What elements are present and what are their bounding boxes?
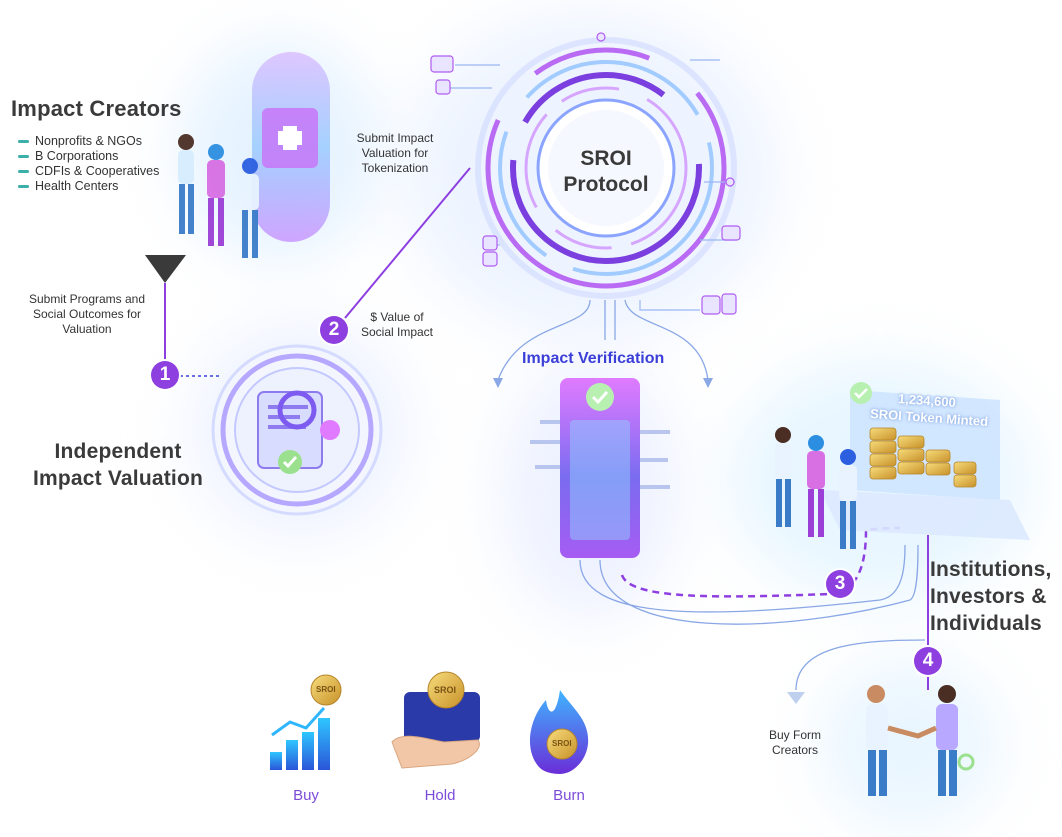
protocol-title: SROI Protocol <box>563 147 649 196</box>
list-item: B Corporations <box>18 149 159 164</box>
verification-chip <box>530 378 670 558</box>
hold-icon <box>391 671 480 769</box>
coin-label: SROI <box>316 685 336 694</box>
institutions-title: Institutions, Investors & Individuals <box>930 558 1052 635</box>
valuation-ring <box>211 344 383 516</box>
handshake-people <box>866 685 975 796</box>
connector <box>344 167 471 319</box>
protocol-rings <box>475 37 737 299</box>
creator-people <box>178 134 259 258</box>
step-badge-4: 4 <box>914 647 942 675</box>
small-icons <box>430 32 741 315</box>
list-item: Nonprofits & NGOs <box>18 134 159 149</box>
step-badge-1: 1 <box>151 361 179 389</box>
submit-programs-label: Submit Programs and Social Outcomes for … <box>28 292 146 336</box>
step-badge-2: 2 <box>320 316 348 344</box>
chip-to-institutions <box>579 544 919 625</box>
burn-action[interactable]: Burn <box>553 787 585 804</box>
value-social-label: $ Value of Social Impact <box>360 310 434 339</box>
independent-valuation-title: Independent Impact Valuation <box>32 440 204 490</box>
buy-from-arrow <box>795 639 926 691</box>
investor-people <box>775 427 857 549</box>
impact-creators-list: Nonprofits & NGOs B Corporations CDFIs &… <box>18 134 159 194</box>
medical-cross <box>278 131 302 145</box>
buy-action[interactable]: Buy <box>293 787 319 804</box>
step-badge-3: 3 <box>826 570 854 598</box>
list-item: Health Centers <box>18 179 159 194</box>
buy-icon <box>270 674 342 770</box>
impact-verification-title: Impact Verification <box>522 350 665 367</box>
background-glow <box>820 660 1000 830</box>
coin-label: SROI <box>552 739 572 748</box>
submit-valuation-label: Submit Impact Valuation for Tokenization <box>356 131 434 175</box>
hold-action[interactable]: Hold <box>424 787 456 804</box>
coin-label: SROI <box>434 685 457 695</box>
dashed-flow <box>620 526 901 598</box>
burn-icon <box>529 690 589 774</box>
coin-stacks <box>869 427 977 488</box>
list-item: CDFIs & Cooperatives <box>18 164 159 179</box>
down-triangle <box>145 255 186 283</box>
impact-creators-title: Impact Creators <box>11 96 182 121</box>
buy-from-creators-label: Buy Form Creators <box>768 728 821 757</box>
verification-arrows <box>497 299 709 381</box>
